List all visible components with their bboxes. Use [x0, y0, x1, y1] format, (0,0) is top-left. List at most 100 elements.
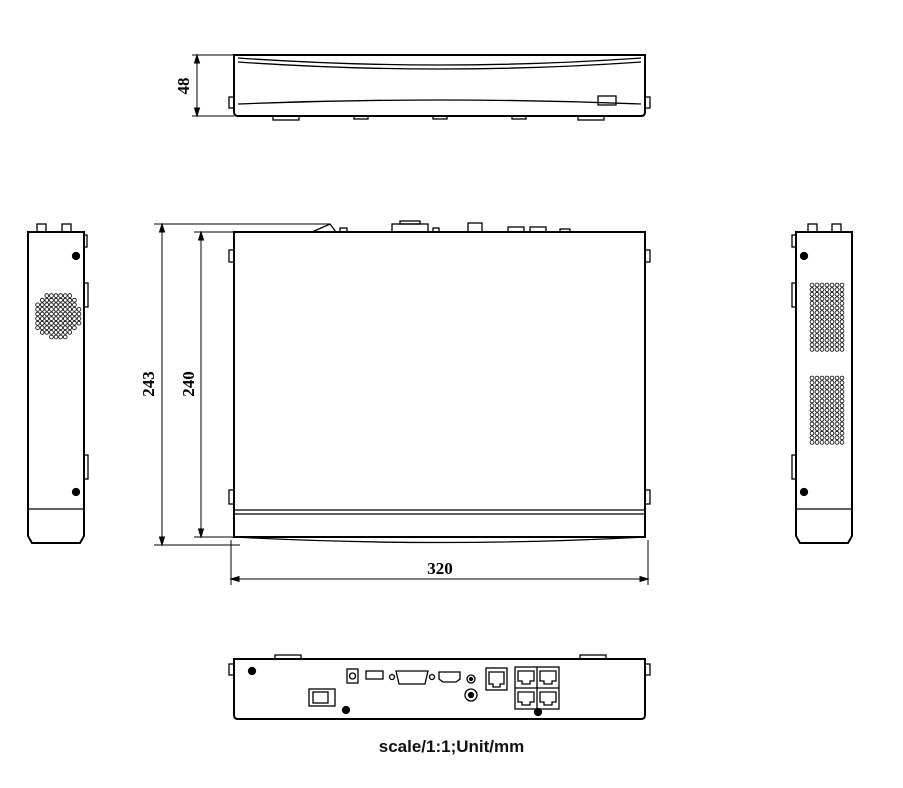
power-switch: [308, 688, 336, 707]
vent-hole: [839, 310, 845, 315]
vent-hole: [829, 305, 835, 311]
vent-hole: [53, 334, 59, 340]
vent-hole: [834, 394, 840, 399]
vent-hole: [834, 301, 840, 306]
vent-hole: [839, 337, 845, 343]
vent-hole: [809, 398, 815, 404]
vent-hole: [809, 430, 815, 436]
vent-hole: [819, 287, 825, 292]
vent-hole: [35, 325, 40, 331]
vent-hole: [819, 324, 825, 329]
dc-power-port: [346, 668, 359, 684]
vent-hole: [39, 302, 45, 308]
vent-hole: [62, 330, 68, 335]
vent-hole: [72, 297, 77, 303]
vent-hole: [839, 407, 845, 413]
vent-hole: [834, 287, 840, 292]
vent-hole: [824, 333, 830, 338]
vent-hole: [839, 398, 845, 404]
vent-hole: [834, 375, 840, 381]
vent-hole: [809, 421, 815, 427]
vent-hole: [839, 305, 845, 311]
vent-hole: [824, 430, 830, 436]
vent-hole: [809, 342, 815, 348]
vent-hole: [834, 407, 840, 413]
vent-hole: [819, 430, 825, 436]
vent-hole: [72, 320, 77, 326]
vent-hole: [824, 328, 830, 334]
vent-hole: [72, 302, 77, 308]
vent-hole: [829, 296, 835, 302]
vent-hole: [824, 417, 830, 422]
vent-hole: [809, 287, 815, 292]
vent-hole: [814, 421, 820, 427]
vent-hole: [829, 337, 835, 343]
vent-hole: [829, 380, 835, 385]
vent-hole: [814, 398, 820, 404]
vent-hole: [53, 320, 59, 326]
vent-hole: [829, 394, 835, 399]
vent-hole: [49, 325, 54, 331]
vent-hole: [834, 310, 840, 315]
vent-hole: [839, 412, 845, 418]
vent-hole: [62, 316, 68, 321]
vent-hole: [814, 342, 820, 348]
vent-hole: [839, 287, 845, 292]
vent-hole: [814, 296, 820, 302]
vent-hole: [834, 435, 840, 441]
vent-hole: [834, 291, 840, 297]
vent-hole: [839, 384, 845, 390]
vent-hole: [44, 311, 50, 317]
vent-hole: [62, 320, 68, 326]
vent-hole: [49, 320, 54, 326]
vent-hole: [839, 296, 845, 302]
vent-hole: [814, 282, 820, 288]
vent-hole: [49, 311, 54, 317]
vent-hole: [53, 297, 59, 303]
vent-hole: [809, 333, 815, 338]
vent-hole: [39, 297, 45, 303]
vent-hole: [819, 389, 825, 395]
vent-hole: [62, 307, 68, 312]
vent-hole: [814, 337, 820, 343]
vent-hole: [824, 310, 830, 315]
vent-hole: [814, 347, 820, 352]
vent-hole: [76, 307, 82, 312]
vent-hole: [824, 389, 830, 395]
vent-hole: [839, 403, 845, 408]
scale-caption: scale/1:1;Unit/mm: [378, 737, 525, 756]
vent-hole: [809, 417, 815, 422]
poe-ports: [514, 666, 560, 710]
vent-hole: [53, 307, 59, 312]
front-view: 48: [174, 53, 651, 121]
vent-hole: [834, 384, 840, 390]
rear-view: [228, 654, 651, 720]
vent-hole: [67, 325, 73, 331]
vent-hole: [824, 407, 830, 413]
vent-hole: [49, 334, 54, 340]
vent-hole: [834, 305, 840, 311]
vent-hole: [824, 337, 830, 343]
vent-hole: [829, 440, 835, 445]
vent-hole: [829, 314, 835, 320]
vent-hole: [819, 435, 825, 441]
vent-hole: [839, 430, 845, 436]
vent-hole: [58, 330, 63, 335]
vent-hole: [829, 301, 835, 306]
vent-hole: [809, 319, 815, 325]
vent-hole: [824, 305, 830, 311]
vent-hole: [819, 347, 825, 352]
vent-hole: [829, 291, 835, 297]
lan-port: [485, 667, 508, 691]
dimension-depth-243: [154, 222, 330, 547]
vent-hole: [809, 347, 815, 352]
vent-hole: [829, 426, 835, 431]
vent-hole: [839, 291, 845, 297]
vent-hole: [819, 310, 825, 315]
vent-hole: [809, 328, 815, 334]
vent-hole: [35, 307, 40, 312]
vent-hole: [814, 333, 820, 338]
vent-hole: [829, 328, 835, 334]
vent-hole: [814, 324, 820, 329]
dimension-label-width: 320: [427, 559, 453, 578]
